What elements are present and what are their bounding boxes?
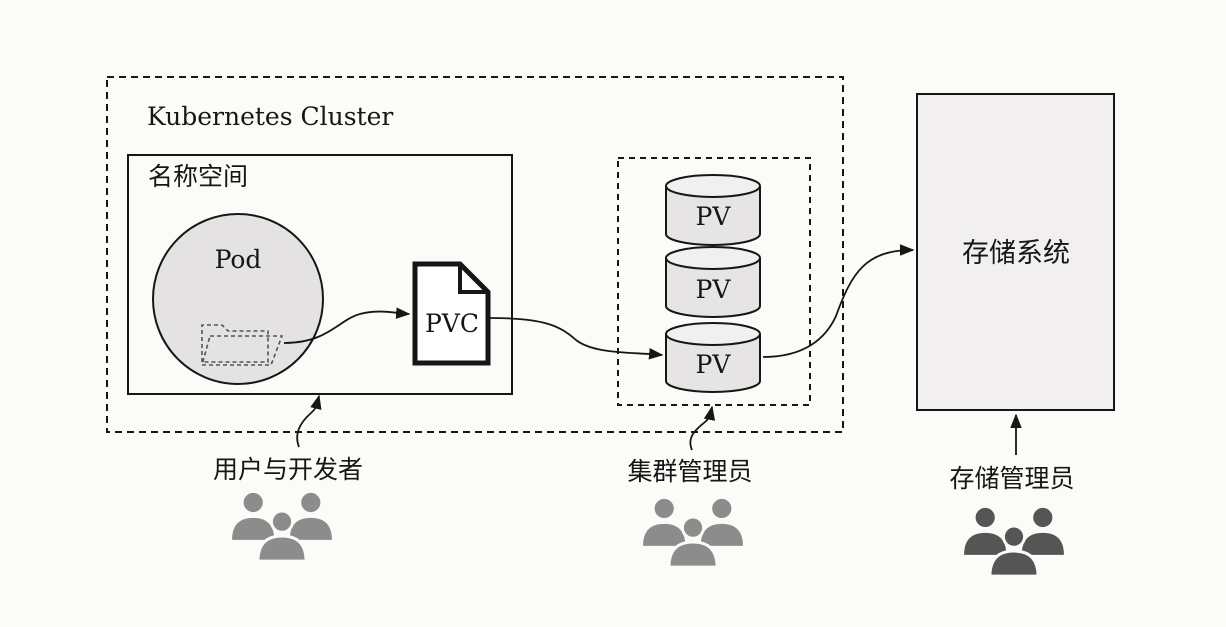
storage-system-box: [916, 93, 1115, 411]
pv-label: PV: [696, 275, 732, 304]
pvc: PVC: [412, 261, 491, 366]
namespace-box: [127, 154, 513, 395]
pv-cylinder: PV: [665, 322, 761, 393]
kubernetes-cluster: Kubernetes Cluster: [106, 76, 844, 433]
storage-system: 存储系统: [916, 93, 1115, 411]
pv-cylinder: PV: [665, 246, 761, 318]
developers-to-namespace-arrow: [296, 394, 322, 448]
developers-label: 用户与开发者: [213, 455, 363, 484]
cluster-admins-label: 集群管理员: [627, 457, 752, 486]
flow-connectors: [283, 244, 1022, 455]
pv-to-storage-arrow: [762, 244, 915, 358]
user-group-icon: [230, 491, 334, 562]
pod-to-pvc-arrow: [283, 307, 411, 344]
cluster-admins-to-pv-pool-arrow: [689, 405, 716, 451]
user-group-icon: [641, 497, 745, 568]
roles: 用户与开发者 集群管理员 存储管理员: [213, 455, 1075, 493]
storage-system-label: 存储系统: [962, 238, 1070, 269]
pvc-label: PVC: [425, 309, 479, 338]
pv-cylinder: PV: [665, 174, 761, 246]
pv-pool: PV PV PV: [617, 157, 811, 406]
cluster-boundary: [106, 76, 844, 433]
pod-label: Pod: [215, 245, 262, 274]
namespace: 名称空间: [127, 154, 513, 395]
pvc-to-pv-arrow: [489, 317, 664, 360]
pv-label: PV: [696, 202, 732, 231]
document-icon: [412, 261, 491, 366]
folder-icon: [200, 324, 284, 366]
pod-circle: [152, 213, 324, 385]
user-group-icon: [962, 506, 1066, 577]
pod: Pod: [152, 213, 324, 385]
storage-admins-label: 存储管理员: [949, 464, 1074, 493]
pv-label: PV: [696, 350, 732, 379]
namespace-title: 名称空间: [148, 162, 248, 191]
cluster-title: Kubernetes Cluster: [147, 102, 393, 131]
